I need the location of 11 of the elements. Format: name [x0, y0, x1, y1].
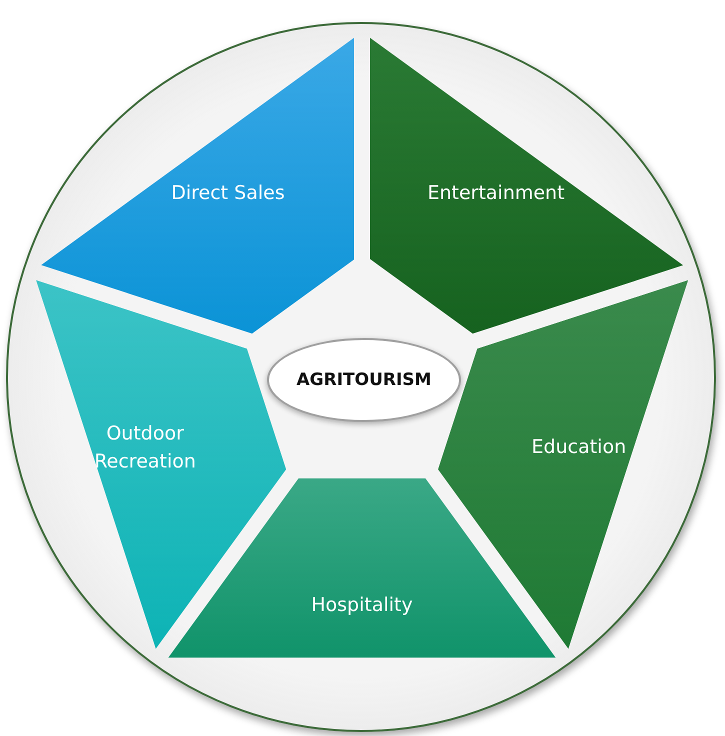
segment-label: Education: [532, 436, 626, 461]
segment-label: Direct Sales: [171, 180, 285, 206]
pie-segment: [370, 37, 684, 334]
center-label: AGRITOURISM: [296, 370, 432, 390]
segment-label: Entertainment: [427, 180, 565, 206]
segment-label: Outdoor Recreation: [93, 422, 197, 474]
pie-segment: [36, 280, 286, 649]
pie-segment: [168, 478, 556, 658]
pie-segment: [438, 280, 688, 649]
pie-segment: [40, 37, 354, 334]
segment-label: Hospitality: [311, 593, 413, 618]
